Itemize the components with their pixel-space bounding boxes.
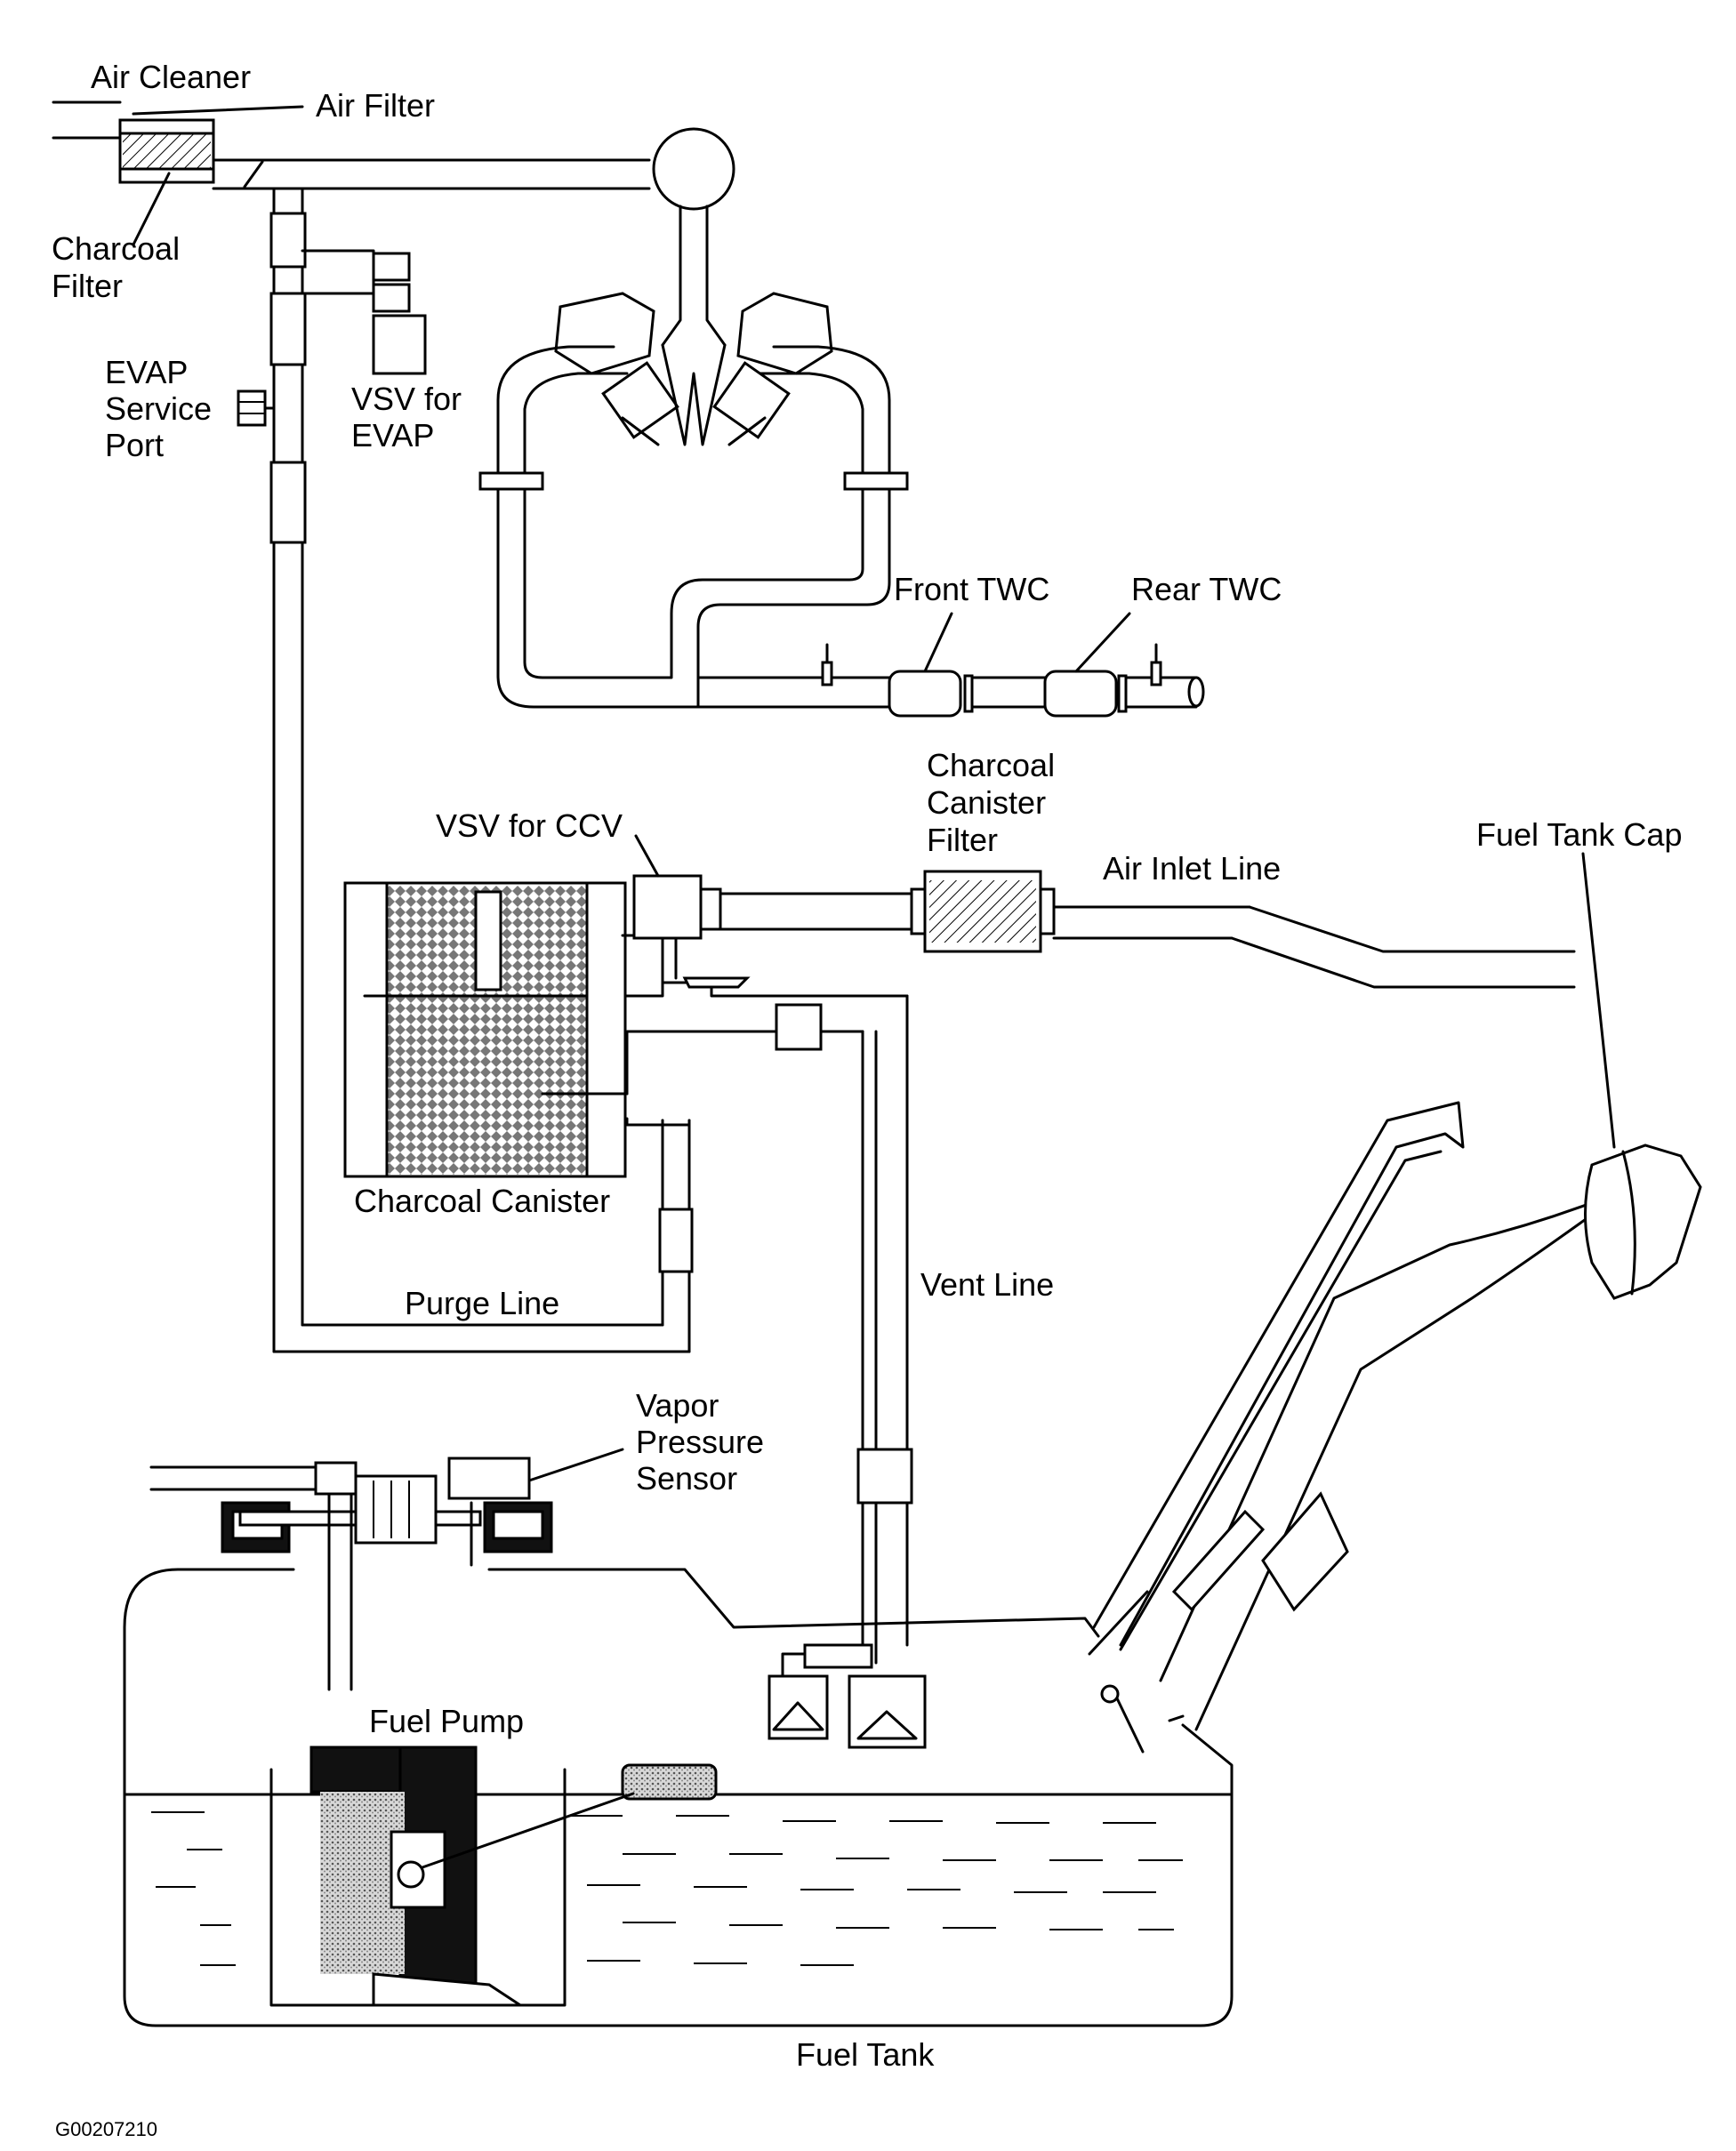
exhaust-pipe xyxy=(821,643,1205,718)
label-evap-port-line2: Service xyxy=(105,390,213,427)
label-vsv-ccv: VSV for CCV xyxy=(436,807,623,844)
label-canister-filter-line2: Canister xyxy=(927,784,1047,821)
front-twc xyxy=(923,612,953,673)
rear-twc xyxy=(1074,612,1131,673)
filler-neck xyxy=(1088,1101,1638,1754)
label-canister-filter-line3: Filter xyxy=(927,822,998,858)
charcoal-canister-filter xyxy=(923,870,1042,953)
label-vapor-sensor-line2: Pressure xyxy=(636,1424,765,1460)
intake-duct xyxy=(212,127,735,347)
label-fuel-tank: Fuel Tank xyxy=(796,2036,935,2073)
air-cleaner xyxy=(52,100,122,140)
label-air-cleaner: Air Cleaner xyxy=(91,59,252,95)
label-purge-line: Purge Line xyxy=(405,1285,560,1321)
label-vsv-evap-line2: EVAP xyxy=(351,417,435,453)
label-vsv-evap-line1: VSV for xyxy=(351,381,462,417)
label-charcoal-filter-line1: Charcoal xyxy=(52,230,181,267)
label-vapor-sensor-line3: Sensor xyxy=(636,1460,738,1497)
air-inlet-line xyxy=(719,887,1576,989)
vsv-for-evap xyxy=(301,249,427,375)
fuel-pump-module xyxy=(269,1746,567,2007)
purge-line-pipe xyxy=(269,187,694,1353)
label-canister-filter-line1: Charcoal xyxy=(927,747,1056,783)
label-front-twc: Front TWC xyxy=(894,571,1050,607)
fuel-tank-cap xyxy=(1581,852,1702,1300)
label-fuel-tank-cap: Fuel Tank Cap xyxy=(1476,816,1683,853)
label-evap-port-line3: Port xyxy=(105,427,165,463)
label-evap-port-line1: EVAP xyxy=(105,354,189,390)
label-charcoal-canister: Charcoal Canister xyxy=(354,1183,611,1219)
label-fuel-pump: Fuel Pump xyxy=(369,1703,525,1739)
air-filter-leader xyxy=(132,105,304,116)
fuel-sender-float xyxy=(421,1763,718,1869)
engine xyxy=(554,292,833,446)
canister-lines xyxy=(623,981,780,1096)
cutoff-valves xyxy=(768,1643,927,1749)
vsv-ccv-leader xyxy=(634,834,660,878)
label-charcoal-filter-line2: Filter xyxy=(52,268,123,304)
vsv-for-ccv xyxy=(621,874,751,989)
figure-code: G00207210 xyxy=(55,2118,157,2140)
tank-top-assembly xyxy=(149,1461,553,1691)
vapor-pressure-sensor xyxy=(447,1448,624,1500)
evap-service-port xyxy=(237,389,276,427)
vent-line-pipe xyxy=(745,994,913,1665)
charcoal-filter-leader xyxy=(132,172,171,246)
exhaust-manifold xyxy=(478,345,909,709)
charcoal-canister xyxy=(343,881,629,1178)
label-air-filter: Air Filter xyxy=(316,87,435,124)
label-vapor-sensor-line1: Vapor xyxy=(636,1387,719,1424)
label-vent-line: Vent Line xyxy=(920,1266,1055,1303)
fuel-level-dashes xyxy=(151,1811,1183,1966)
label-air-inlet-line: Air Inlet Line xyxy=(1103,850,1282,887)
air-filter xyxy=(118,118,215,184)
label-rear-twc: Rear TWC xyxy=(1131,571,1282,607)
